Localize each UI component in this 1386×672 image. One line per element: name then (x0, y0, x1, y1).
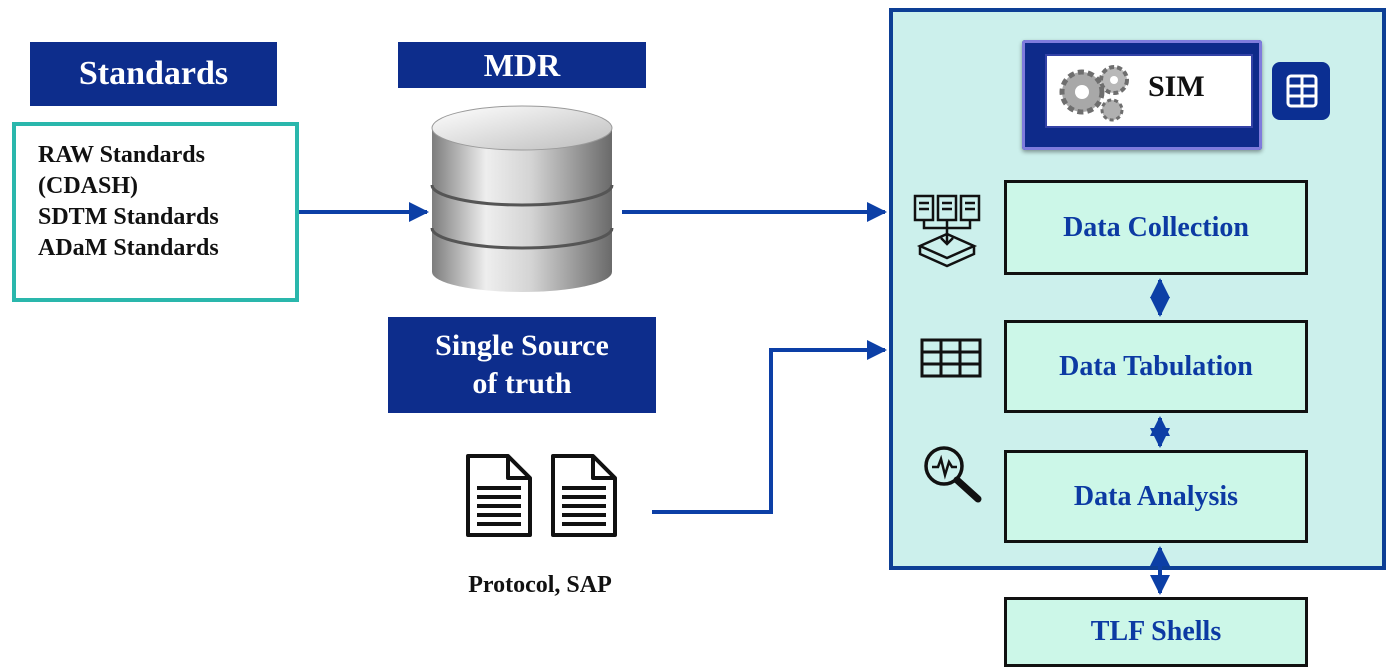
standards-item: ADaM Standards (38, 235, 219, 261)
database-icon (430, 105, 614, 292)
sst-line-2: of truth (472, 367, 572, 400)
protocol-sap-label: Protocol, SAP (468, 572, 612, 598)
data-collection-icon (913, 194, 981, 268)
document-icon (551, 454, 617, 537)
data-collection-box: Data Collection (1004, 180, 1308, 275)
standards-item: (CDASH) (38, 173, 138, 199)
data-tabulation-box: Data Tabulation (1004, 320, 1308, 413)
sst-line-1: Single Source (435, 329, 609, 362)
standards-item: SDTM Standards (38, 204, 219, 230)
analysis-magnifier-icon (924, 446, 982, 503)
document-icon (466, 454, 532, 537)
gears-icon (1059, 65, 1129, 122)
table-icon (920, 338, 982, 378)
standards-title: Standards (30, 42, 277, 106)
sim-label: SIM (1148, 70, 1205, 103)
standards-item: RAW Standards (38, 142, 205, 168)
tlf-shells-box: TLF Shells (1004, 597, 1308, 667)
protocol-to-sim-arrow (652, 340, 887, 514)
standards-list: RAW Standards (CDASH) SDTM Standards ADa… (12, 122, 299, 302)
mdr-title: MDR (398, 42, 646, 88)
sim-chip-icon (1286, 74, 1318, 108)
single-source-of-truth-label: Single Source of truth (388, 317, 656, 413)
data-analysis-box: Data Analysis (1004, 450, 1308, 543)
